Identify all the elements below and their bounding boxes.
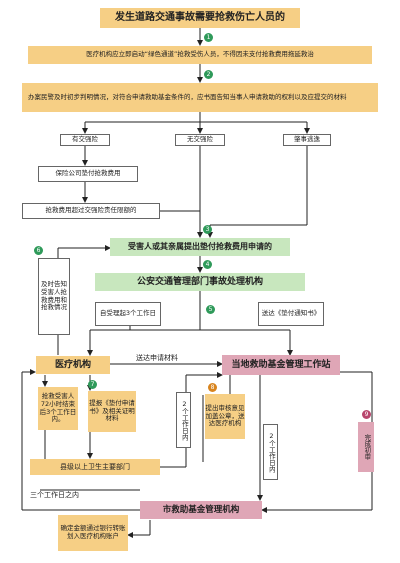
step2-box: 办案民警及时初步判明情况，对符合申请救助基金条件的，应书面告知当事人申请救助的权… (22, 83, 378, 112)
step-number-1: 1 (204, 33, 213, 42)
city-fund-box: 市救助基金管理机构 (140, 501, 262, 519)
exceed-limit-box: 抢救费用超过交强险责任限额的 (22, 203, 160, 219)
step-number-8: 8 (208, 383, 217, 392)
insurer-pays-box: 保险公司垫付抢救费用 (38, 166, 138, 182)
police-box: 公安交通管理部门事故处理机构 (95, 273, 305, 291)
step-number-2: 2 (204, 70, 213, 79)
health-dept-box: 县级以上卫生主要部门 (30, 459, 160, 475)
hospital-box: 医疗机构 (36, 356, 110, 374)
notify-side-box: 及时告知受害人抢救费用和抢救情况 (38, 258, 70, 335)
review-box: 提出审核意见加盖公章，送达医疗机构 (205, 394, 245, 439)
two-days-a-box: 2个工作日内 (176, 392, 191, 448)
step-number-9: 9 (362, 410, 371, 419)
transfer-box: 确定金额通过银行转账划入医疗机构账户 (58, 515, 128, 551)
fund-station-box: 当地救助基金管理工作站 (222, 355, 340, 375)
step-number-4: 4 (203, 260, 212, 269)
step1-box: 医疗机构应立即启动“绿色通道”抢救受伤人员，不得因未支付抢救费用拖延救治 (28, 46, 372, 64)
step-number-5: 5 (206, 305, 215, 314)
submit-form-box: 提报《垫付申请书》及相关证明材料 (88, 391, 136, 432)
title-box: 发生道路交通事故需要抢救伤亡人员的 (100, 8, 300, 28)
apply-box: 受害人或其亲属提出垫付抢救费用申请的 (110, 238, 290, 256)
branch-uninsured: 无交强险 (175, 134, 225, 146)
send-notice-box: 送达《垫付通知书》 (258, 302, 324, 326)
send-material-label: 送达申请材料 (136, 354, 178, 362)
step-number-3: 3 (203, 225, 212, 234)
branch-insured: 有交强险 (60, 134, 110, 146)
step-number-6: 6 (34, 246, 43, 255)
complete-review-box: 完成初审 (358, 422, 374, 472)
hospital-submit-time-box: 抢救受害人72小时结束后3个工作日内。 (38, 387, 78, 430)
branch-escape: 肇事逃逸 (283, 134, 331, 146)
three-days-label: 三个工作日之内 (30, 491, 79, 499)
step-number-7: 7 (88, 380, 97, 389)
accept-box: 自受理起3个工作日 (95, 302, 161, 326)
two-days-b-box: 2个工作日内 (263, 424, 278, 480)
